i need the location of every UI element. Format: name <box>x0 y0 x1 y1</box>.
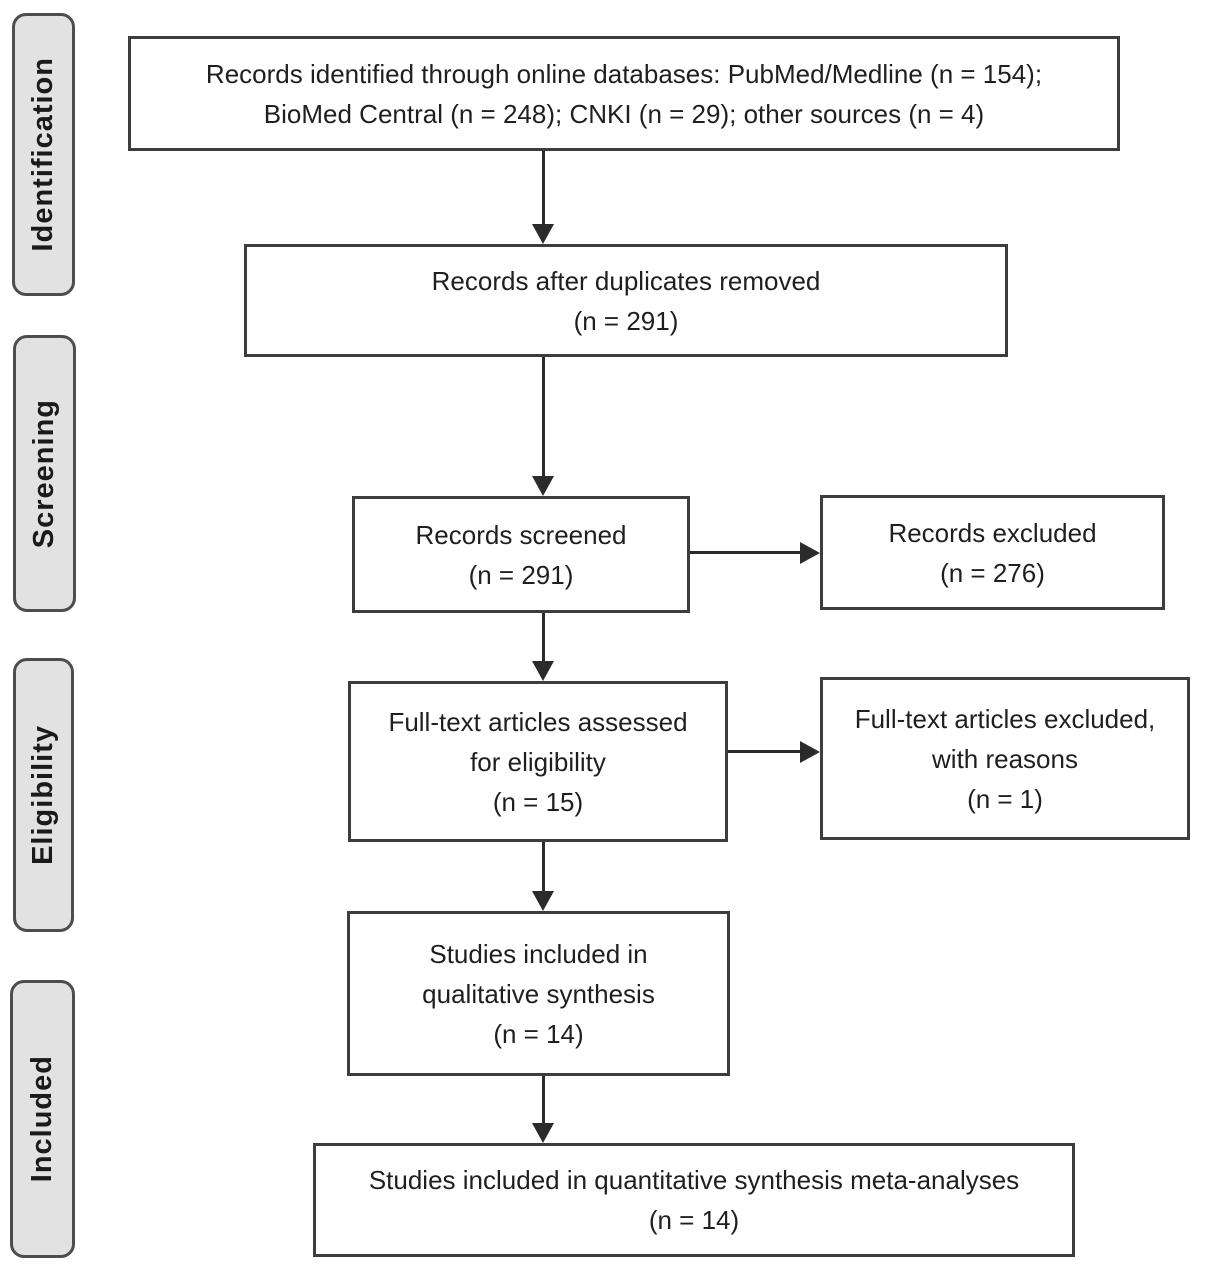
box-line: Records after duplicates removed <box>431 265 821 296</box>
box-line: Studies included in quantitative synthes… <box>368 1165 1020 1195</box>
box-line: (n = 291) <box>468 559 574 590</box>
box-line: (n = 14) <box>493 1018 584 1049</box>
box-line: (n = 1) <box>967 783 1043 814</box>
stage-tab-eligibility: Eligibility <box>13 658 74 932</box>
arrow-head <box>800 741 820 763</box>
arrow-line <box>542 613 545 663</box>
arrow-head <box>532 476 554 496</box>
arrow-head <box>800 542 820 564</box>
stage-tab-included: Included <box>10 980 75 1258</box>
arrow-head <box>532 891 554 911</box>
box-line: for eligibility <box>470 746 606 777</box>
box-line: (n = 14) <box>648 1205 740 1235</box>
arrow-line <box>728 750 802 753</box>
box-fulltext-excluded: Full-text articles excluded, with reason… <box>820 677 1190 840</box>
arrow-line <box>542 1076 545 1125</box>
box-records-screened: Records screened (n = 291) <box>352 496 690 613</box>
arrow-line <box>690 551 802 554</box>
box-line: (n = 291) <box>573 305 679 336</box>
stage-label: Included <box>26 1055 58 1183</box>
arrow-line <box>542 357 545 477</box>
box-line: qualitative synthesis <box>422 978 655 1009</box>
arrow-head <box>532 1123 554 1143</box>
box-quantitative-synthesis: Studies included in quantitative synthes… <box>313 1143 1075 1257</box>
box-line: Records screened <box>415 519 627 550</box>
box-records-after-duplicates: Records after duplicates removed (n = 29… <box>244 244 1008 357</box>
stage-tab-screening: Screening <box>13 335 76 612</box>
arrow-head <box>532 661 554 681</box>
box-line: (n = 276) <box>940 557 1045 588</box>
stage-label: Identification <box>27 57 59 252</box>
box-line: with reasons <box>932 743 1078 774</box>
box-records-identified: Records identified through online databa… <box>128 36 1120 151</box>
arrow-head <box>532 224 554 244</box>
box-line: Full-text articles assessed <box>388 706 688 737</box>
arrow-line <box>542 151 545 226</box>
box-line: Studies included in <box>429 938 648 969</box>
box-records-excluded: Records excluded (n = 276) <box>820 495 1165 610</box>
box-line: Records identified through online databa… <box>205 58 1043 89</box>
stage-label: Eligibility <box>27 725 59 865</box>
box-line: BioMed Central (n = 248); CNKI (n = 29);… <box>263 98 985 129</box>
arrow-line <box>542 842 545 893</box>
stage-tab-identification: Identification <box>12 13 75 296</box>
box-line: Records excluded <box>888 517 1097 548</box>
box-qualitative-synthesis: Studies included in qualitative synthesi… <box>347 911 730 1076</box>
box-line: Full-text articles excluded, <box>854 703 1156 734</box>
box-fulltext-assessed: Full-text articles assessed for eligibil… <box>348 681 728 842</box>
stage-label: Screening <box>28 398 60 549</box>
box-line: (n = 15) <box>492 786 584 817</box>
